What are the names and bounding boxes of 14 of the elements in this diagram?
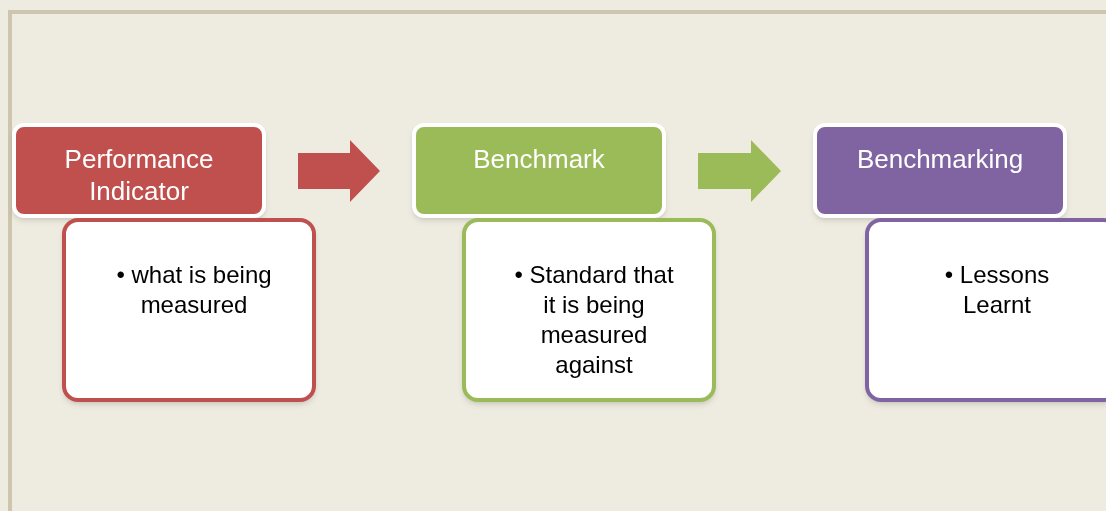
heading-text: Performance Indicator [63,143,215,207]
text-box [865,218,1106,402]
heading-box [412,123,666,218]
heading-text: Benchmark [473,143,605,175]
heading-box [12,123,266,218]
bullet-text: • Standard that it is being measured against [513,260,675,380]
bullet-text: • what is being measured [115,260,273,320]
bullet-text: • Lessons Learnt [943,260,1051,320]
text-box [62,218,316,402]
text-box [462,218,716,402]
block-arrow [698,140,781,202]
heading-box [813,123,1067,218]
heading-text: Benchmarking [856,143,1024,175]
block-arrow [298,140,380,202]
